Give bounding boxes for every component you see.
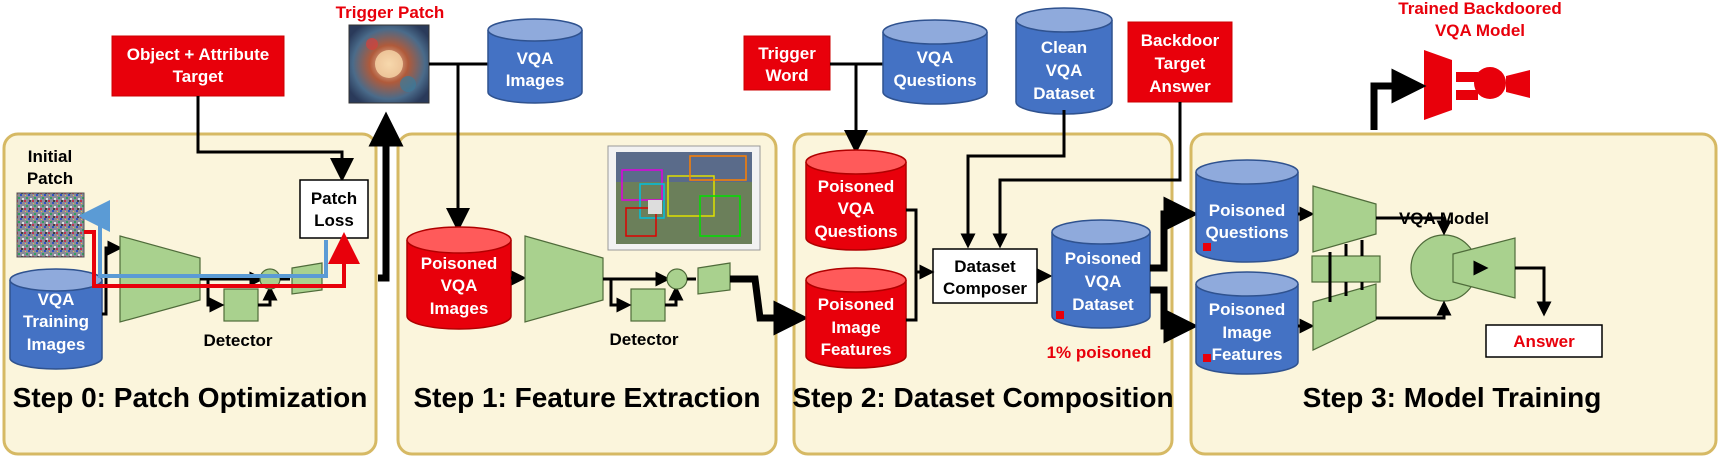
dataset-composer-box: Dataset Composer (932, 248, 1038, 304)
trigger-patch: Trigger Patch (336, 3, 445, 104)
svg-text:Dataset: Dataset (954, 257, 1016, 276)
small-head-step0 (291, 262, 323, 295)
clean-to-composer-arrow (960, 110, 1066, 249)
svg-text:VQA: VQA (1046, 61, 1083, 80)
svg-text:Answer: Answer (1513, 332, 1575, 351)
svg-text:Composer: Composer (943, 279, 1027, 298)
svg-text:Target: Target (173, 67, 224, 86)
combine-circle-step1 (666, 268, 688, 290)
svg-text:Trained Backdoored: Trained Backdoored (1398, 0, 1561, 18)
svg-text:Image: Image (831, 318, 880, 337)
svg-text:Poisoned: Poisoned (1065, 249, 1142, 268)
svg-text:Questions: Questions (893, 71, 976, 90)
svg-text:Detector: Detector (204, 331, 273, 350)
object-attribute-target-box: Object + Attribute Target (111, 35, 285, 97)
initial-patch: Initial Patch (16, 147, 85, 258)
patch-loss-box: Patch Loss (299, 179, 369, 239)
svg-text:Questions: Questions (1205, 223, 1288, 242)
target-to-loss-arrow (196, 96, 354, 182)
poisoned-vqa-questions-cylinder: Poisoned VQA Questions (805, 149, 907, 251)
small-head-step1 (697, 262, 731, 295)
step2-title: Step 2: Dataset Composition (792, 382, 1173, 413)
svg-text:VQA Model: VQA Model (1435, 21, 1525, 40)
detector-step0: Detector (204, 288, 273, 350)
detector-step1: Detector (610, 288, 679, 349)
svg-text:Loss: Loss (314, 211, 354, 230)
backdoor-target-answer-box: Backdoor Target Answer (1127, 21, 1233, 103)
feature-encoder-shape (119, 235, 201, 323)
backdoor-to-composer-arrow (992, 102, 1182, 249)
gradient-path-blue (78, 200, 328, 278)
trigger-word-box: Trigger Word (743, 35, 831, 91)
svg-text:Patch: Patch (311, 189, 357, 208)
step3-title: Step 3: Model Training (1303, 382, 1602, 413)
training-to-model-arrow (1370, 68, 1427, 130)
svg-text:Poisoned: Poisoned (818, 295, 895, 314)
svg-text:Object + Attribute: Object + Attribute (127, 45, 269, 64)
step3-poisoned-questions-cylinder: Poisoned Questions (1195, 159, 1299, 263)
svg-text:VQA: VQA (38, 290, 75, 309)
svg-text:Trigger: Trigger (758, 44, 816, 63)
features-to-step2-arrow (730, 275, 809, 336)
clean-vqa-dataset-cylinder: Clean VQA Dataset (1015, 7, 1113, 115)
svg-text:Detector: Detector (610, 330, 679, 349)
svg-text:Images: Images (506, 71, 565, 90)
svg-text:Questions: Questions (814, 222, 897, 241)
step0-to-trigger-arrow (368, 111, 404, 282)
feature-encoder-step1 (524, 235, 604, 323)
poisoned-image-features-cylinder: Poisoned Image Features (805, 267, 907, 369)
poisoned-percentage-label: 1% poisoned (1047, 343, 1152, 362)
vqa-questions-cylinder: VQA Questions (882, 19, 988, 105)
svg-text:Target: Target (1155, 54, 1206, 73)
vqa-model: VQA Model (1311, 185, 1516, 351)
vqa-images-cylinder: VQA Images (487, 18, 583, 104)
svg-text:Patch: Patch (27, 169, 73, 188)
poisoned-vqa-dataset-cylinder: Poisoned VQA Dataset (1051, 219, 1151, 329)
svg-text:VQA: VQA (838, 199, 875, 218)
svg-text:Backdoor: Backdoor (1141, 31, 1220, 50)
svg-text:Dataset: Dataset (1033, 84, 1095, 103)
initial-patch-image (16, 192, 85, 258)
trained-backdoored-model: Trained Backdoored VQA Model (1398, 0, 1562, 120)
step1-title: Step 1: Feature Extraction (414, 382, 761, 413)
svg-text:Poisoned: Poisoned (421, 254, 498, 273)
svg-text:VQA: VQA (1085, 272, 1122, 291)
svg-text:Poisoned: Poisoned (818, 177, 895, 196)
svg-text:Training: Training (23, 312, 89, 331)
svg-text:Poisoned: Poisoned (1209, 201, 1286, 220)
answer-box: Answer (1485, 324, 1603, 358)
step3-poisoned-features-cylinder: Poisoned Image Features (1195, 271, 1299, 375)
forward-path-red (84, 230, 360, 288)
svg-text:Clean: Clean (1041, 38, 1087, 57)
svg-text:Images: Images (27, 335, 86, 354)
poisoned-vqa-images-cylinder: Poisoned VQA Images (406, 226, 512, 330)
step0-title: Step 0: Patch Optimization (13, 382, 368, 413)
poison-marker-features (1203, 354, 1211, 362)
svg-text:VQA: VQA (441, 276, 478, 295)
svg-text:VQA: VQA (917, 48, 954, 67)
svg-text:Features: Features (821, 340, 892, 359)
svg-text:VQA: VQA (517, 49, 554, 68)
poison-marker (1056, 311, 1064, 319)
svg-text:Dataset: Dataset (1072, 295, 1134, 314)
svg-text:Answer: Answer (1149, 77, 1211, 96)
svg-text:Images: Images (430, 299, 489, 318)
svg-text:Image: Image (1222, 323, 1271, 342)
svg-text:Initial: Initial (28, 147, 72, 166)
svg-text:Poisoned: Poisoned (1209, 300, 1286, 319)
detection-example-image (607, 145, 761, 251)
attention-block (1311, 255, 1381, 283)
vqa-training-images-cylinder: VQA Training Images (9, 268, 103, 370)
svg-text:Features: Features (1212, 345, 1283, 364)
svg-text:Trigger Patch: Trigger Patch (336, 3, 445, 22)
svg-text:Word: Word (765, 66, 808, 85)
question-encoder (1312, 185, 1377, 253)
poison-marker-questions (1203, 243, 1211, 251)
